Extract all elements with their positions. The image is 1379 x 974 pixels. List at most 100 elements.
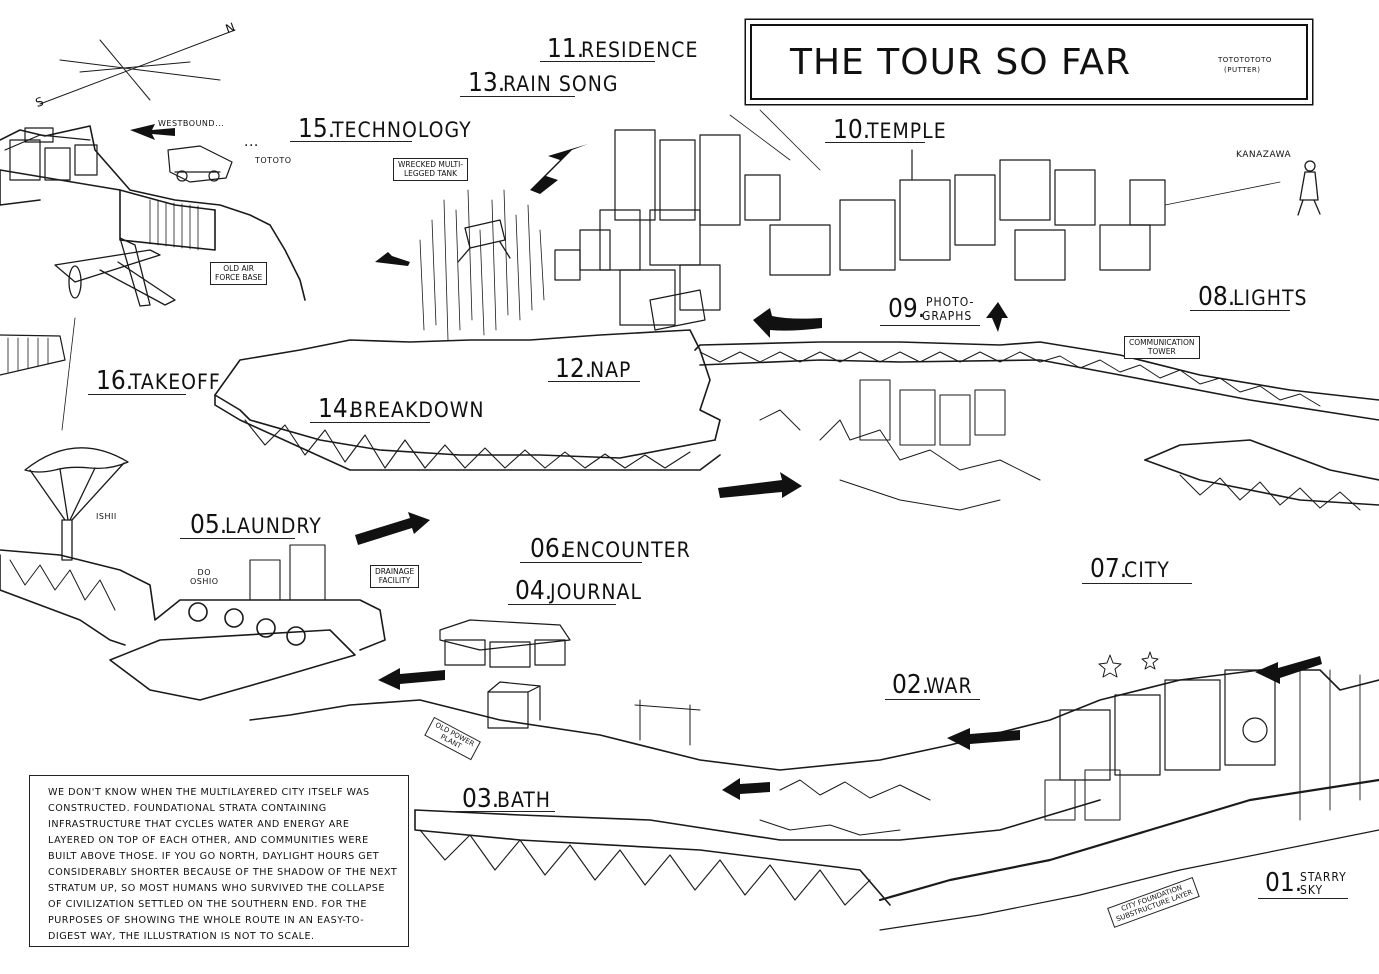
middle-stratum [214, 329, 721, 471]
route-arrows [130, 124, 1322, 800]
location-01-underline [1258, 898, 1348, 899]
right-middle-stratum [694, 341, 1379, 421]
location-13-number: 13. [468, 68, 506, 98]
residence-buildings [554, 129, 781, 331]
location-02-number: 02. [892, 670, 930, 700]
journal-huts [439, 619, 571, 668]
location-14-underline [310, 422, 430, 423]
old-air-force-base-label: OLD AIR FORCE BASE [210, 262, 268, 286]
location-12-name: NAP [590, 358, 632, 382]
power-poles [634, 699, 701, 746]
do-oshio-label: DO OSHIO [190, 568, 219, 586]
location-04-underline [508, 604, 616, 605]
location-15-underline [290, 141, 412, 142]
arrow-journal [355, 512, 430, 545]
sfx-dots: ... [244, 134, 259, 150]
wrecked-tank-line-2: LEGGED TANK [403, 168, 458, 178]
location-10-number: 10. [833, 115, 871, 145]
arrow-lights [986, 302, 1008, 332]
arrow-bath [722, 778, 770, 800]
bath-hut [487, 681, 541, 729]
arrow-laundry [378, 668, 445, 690]
location-08-number: 08. [1198, 282, 1236, 312]
location-05-underline [180, 538, 295, 539]
location-08-name: LIGHTS [1233, 286, 1308, 310]
wrecked-tank-line-1: WRECKED MULTI- [398, 160, 464, 169]
lower-left-stratum [0, 544, 386, 701]
arrow-encounter [718, 472, 802, 498]
title-box: THE TOUR SO FAR TOTOTOTOTO (PUTTER) [750, 24, 1308, 100]
rain-lines [419, 189, 545, 341]
location-01-name: STARRY [1300, 870, 1347, 884]
location-03-number: 03. [462, 784, 500, 814]
location-10-underline [825, 142, 925, 143]
westbound-label: WESTBOUND... [158, 119, 225, 128]
location-07-name: CITY [1124, 558, 1170, 582]
explanatory-note: WE DON'T KNOW WHEN THE MULTILAYERED CITY… [29, 775, 409, 947]
stars [1098, 651, 1159, 678]
location-13-underline [460, 96, 575, 97]
kanazawa-label: KANAZAWA [1236, 150, 1292, 160]
location-09-name: PHOTO- [926, 295, 975, 309]
airplane [54, 237, 176, 431]
arrow-rain-song [530, 144, 588, 194]
note-text: WE DON'T KNOW WHEN THE MULTILAYERED CITY… [48, 787, 398, 942]
arrow-photographs [753, 308, 822, 338]
arrow-westbound [130, 124, 175, 140]
location-04-number: 04. [515, 576, 553, 606]
tototo-label: TOTOTO [255, 156, 292, 165]
location-09-number: 09. [888, 294, 926, 324]
far-right-stratum [1144, 439, 1379, 511]
city-ruins [759, 379, 1041, 511]
location-14-name: BREAKDOWN [350, 398, 485, 422]
compass [39, 29, 236, 105]
drainage-facility-line-2: FACILITY [378, 575, 411, 585]
location-03-underline [455, 811, 555, 812]
location-07-underline [1082, 583, 1192, 584]
location-06-name: ENCOUNTER [563, 538, 691, 562]
location-09-underline [880, 325, 980, 326]
location-11-name: RESIDENCE [581, 38, 699, 62]
location-06-underline [520, 562, 642, 563]
ishii-label: ISHII [96, 512, 117, 521]
title-sfx-1: TOTOTOTOTO [1218, 56, 1272, 64]
kanazawa-figure [1164, 160, 1321, 216]
communication-tower-line-2: TOWER [1147, 346, 1176, 356]
wrecked-tank [457, 219, 511, 263]
starry-sky-buildings [1059, 669, 1361, 821]
location-03-name: BATH [497, 788, 551, 812]
location-02-underline [885, 699, 980, 700]
location-01-number: 01. [1265, 868, 1303, 898]
bottom-stratum [249, 669, 1379, 931]
location-01-name-2: SKY [1300, 883, 1324, 897]
parachute [24, 447, 129, 561]
location-15-name: TECHNOLOGY [332, 118, 472, 142]
location-07-number: 07. [1090, 554, 1128, 584]
location-04-name: JOURNAL [550, 580, 642, 604]
upper-left-buildings [9, 127, 98, 181]
arrow-starry-sky [1255, 656, 1322, 684]
location-10-name: TEMPLE [867, 119, 947, 143]
location-12-number: 12. [555, 354, 593, 384]
communication-tower-label: COMMUNICATION TOWER [1124, 336, 1200, 360]
location-16-name: TAKEOFF [130, 370, 221, 394]
location-16-number: 16. [96, 366, 134, 396]
location-11-number: 11. [547, 34, 585, 64]
arrow-war [947, 728, 1020, 750]
location-05-number: 05. [190, 510, 228, 540]
old-air-force-base-line-2: FORCE BASE [215, 272, 263, 282]
location-15-number: 15. [298, 114, 336, 144]
wrecked-tank-label: WRECKED MULTI- LEGGED TANK [393, 158, 469, 182]
location-12-underline [548, 381, 640, 382]
arrow-technology [375, 252, 410, 266]
location-05-name: LAUNDRY [225, 514, 322, 538]
location-14-number: 14. [318, 394, 356, 424]
location-16-underline [88, 394, 186, 395]
location-09-name-2: GRAPHS [922, 309, 973, 323]
temple-buildings [729, 109, 1166, 281]
location-06-number: 06. [530, 534, 568, 564]
title-sfx-2: (PUTTER) [1224, 66, 1261, 74]
do-oshio-line-1: DO [197, 568, 211, 577]
